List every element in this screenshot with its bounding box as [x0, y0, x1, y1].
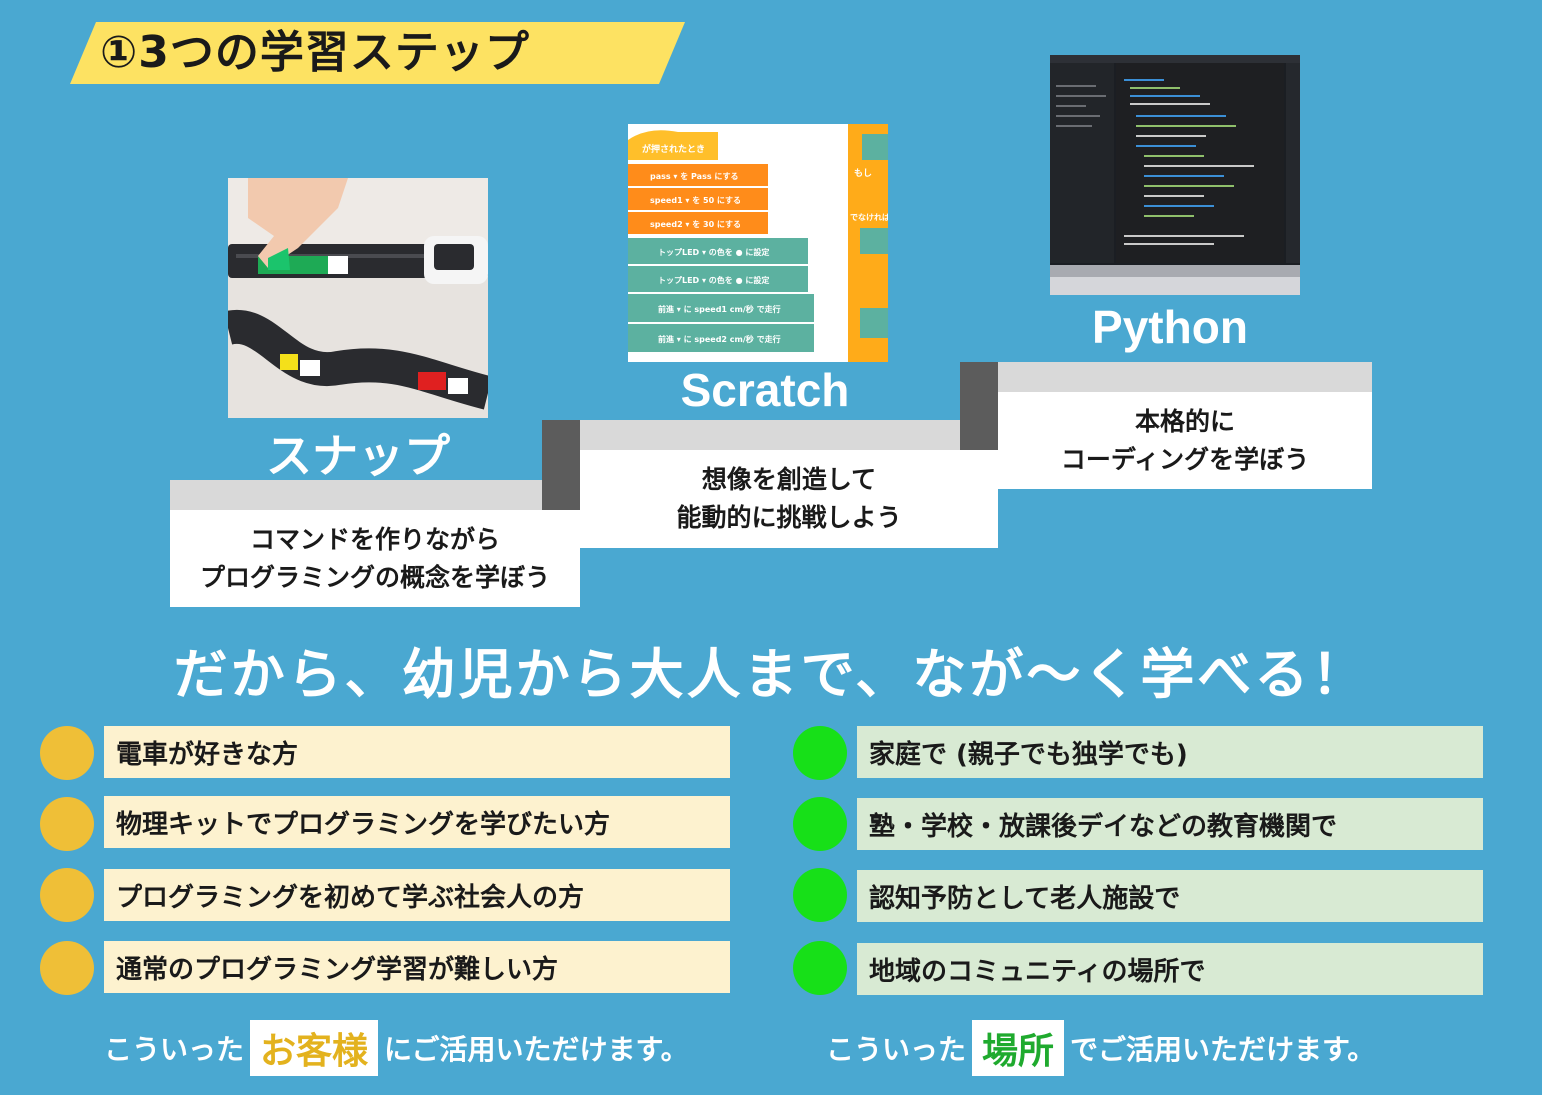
headline: だから、幼児から大人まで、なが～く学べる！: [173, 643, 1369, 706]
footer-customers-highlight: お客様: [250, 1020, 379, 1076]
page-title: ①3つの学習ステップ: [100, 27, 530, 78]
scratch-screenshot: が押されたとき pass ▾ を Pass にする speed1 ▾ を 50 …: [628, 124, 888, 362]
place-bullet-icon: [793, 797, 847, 851]
footer-customers: こういった お客様 にご活用いただけます。: [104, 1018, 689, 1078]
step-3-line-2: コーディングを学ぼう: [1060, 444, 1310, 474]
scratch-block-7: 前進 ▾ に speed2 cm/秒 で走行: [658, 334, 781, 344]
stair-1-box: コマンドを作りながら プログラミングの概念を学ぼう: [170, 510, 580, 607]
footer-places-pre: こういった: [826, 1033, 967, 1066]
customer-bullet-icon: [40, 941, 94, 995]
python-screenshot: [1050, 55, 1300, 295]
scratch-side-2: でなければ: [850, 212, 888, 222]
customer-bullet-icon: [40, 797, 94, 851]
customer-item: プログラミングを初めて学ぶ社会人の方: [104, 869, 730, 921]
step-label-python: Python: [1092, 301, 1248, 353]
scratch-side-1: もし: [854, 168, 872, 179]
customer-item: 電車が好きな方: [104, 726, 730, 778]
scratch-block-4: トップLED ▾ の色を ● に設定: [658, 247, 769, 257]
place-bullet-icon: [793, 941, 847, 995]
step-3-line-1: 本格的に: [1134, 406, 1235, 436]
place-item: 家庭で (親子でも独学でも): [857, 726, 1483, 778]
scratch-blocks-illustration: が押されたとき pass ▾ を Pass にする speed1 ▾ を 50 …: [628, 124, 888, 362]
scratch-block-5: トップLED ▾ の色を ● に設定: [658, 275, 769, 285]
step-label-snap: スナップ: [266, 429, 450, 483]
customer-bullet-icon: [40, 726, 94, 780]
stair-2-riser: [542, 420, 580, 510]
stair-2-box: 想像を創造して 能動的に挑戦しよう: [580, 450, 998, 548]
step-1-line-2: プログラミングの概念を学ぼう: [199, 562, 550, 592]
snap-track-illustration: [228, 178, 488, 418]
scratch-hat-text: が押されたとき: [642, 143, 705, 155]
scratch-block-1: pass ▾ を Pass にする: [650, 172, 738, 181]
customer-item: 通常のプログラミング学習が難しい方: [104, 941, 730, 993]
stair-3-box: 本格的に コーディングを学ぼう: [998, 392, 1372, 489]
snap-photo: [228, 178, 488, 418]
footer-customers-pre: こういった: [104, 1033, 245, 1066]
scratch-block-6: 前進 ▾ に speed1 cm/秒 で走行: [658, 304, 781, 314]
place-bullet-icon: [793, 726, 847, 780]
customer-item: 物理キットでプログラミングを学びたい方: [104, 796, 730, 848]
scratch-block-2: speed1 ▾ を 50 にする: [650, 196, 741, 205]
place-item: 認知予防として老人施設で: [857, 870, 1483, 922]
stair-1-top: [170, 480, 542, 510]
step-2-line-2: 能動的に挑戦しよう: [676, 503, 902, 532]
footer-places-highlight: 場所: [972, 1020, 1065, 1076]
place-bullet-icon: [793, 868, 847, 922]
footer-customers-post: にご活用いただけます。: [384, 1033, 689, 1066]
code-editor-illustration: [1050, 55, 1300, 295]
step-1-line-1: コマンドを作りながら: [249, 524, 500, 554]
stair-2-top: [580, 420, 960, 450]
footer-places-post: でご活用いただけます。: [1070, 1033, 1376, 1066]
place-item: 塾・学校・放課後デイなどの教育機関で: [857, 798, 1483, 850]
place-item: 地域のコミュニティの場所で: [857, 943, 1483, 995]
customer-bullet-icon: [40, 868, 94, 922]
stair-3-riser: [960, 362, 998, 450]
step-2-line-1: 想像を創造して: [701, 465, 877, 494]
footer-places: こういった 場所 でご活用いただけます。: [826, 1018, 1375, 1078]
title-banner: [70, 22, 685, 84]
stair-3-top: [998, 362, 1372, 392]
step-label-scratch: Scratch: [680, 364, 850, 416]
scratch-block-3: speed2 ▾ を 30 にする: [650, 220, 741, 229]
